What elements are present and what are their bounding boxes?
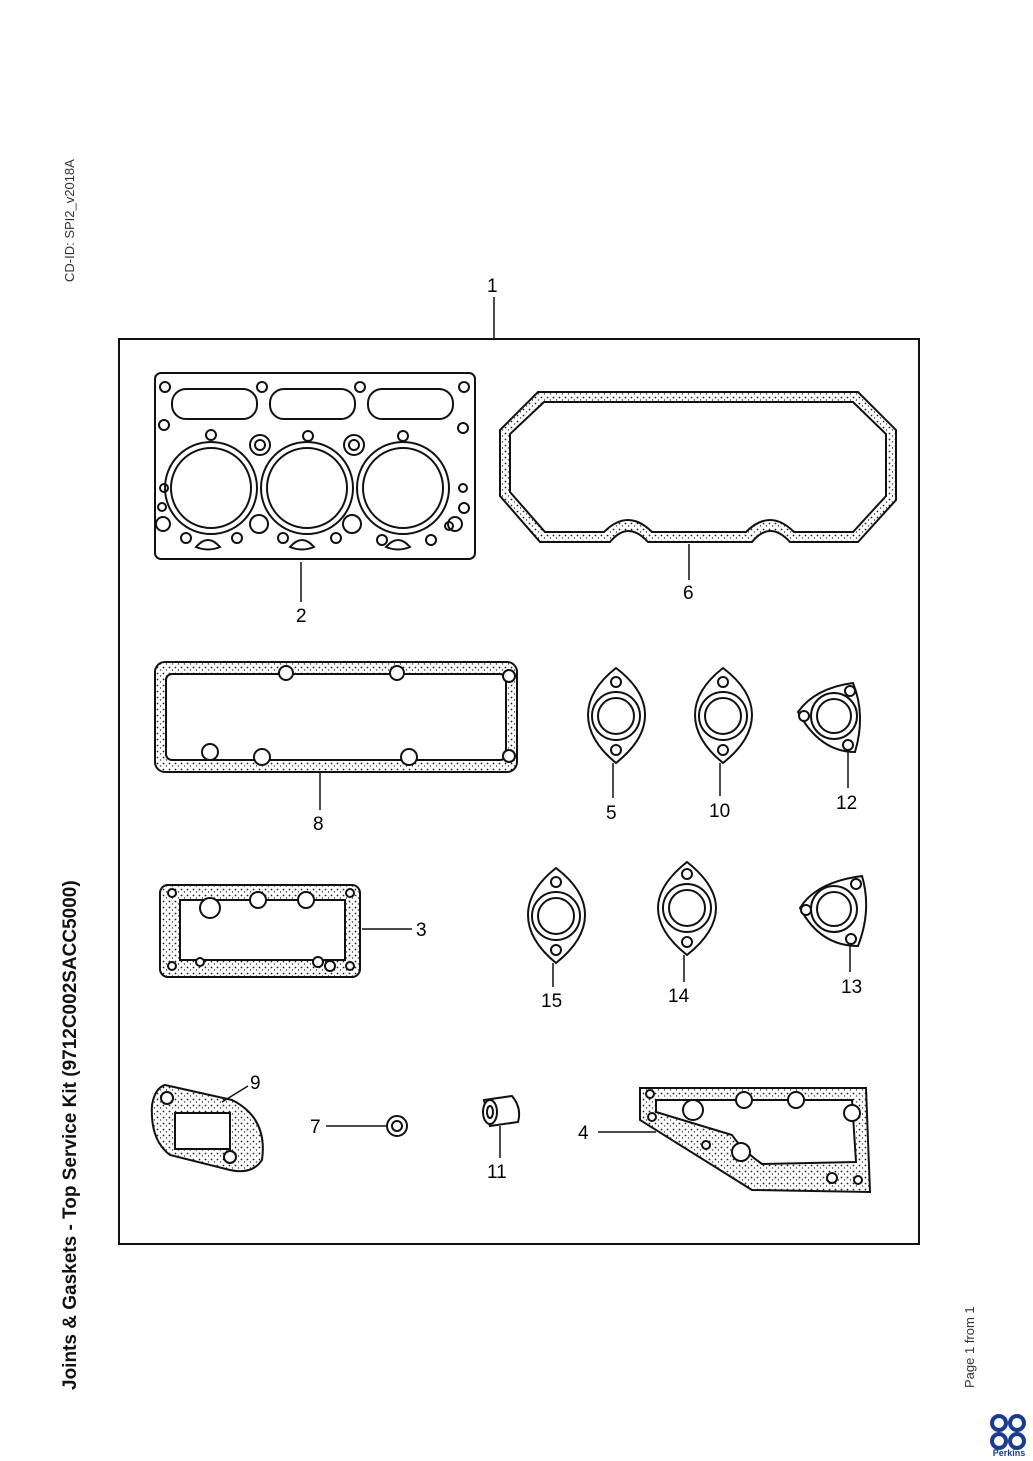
timing-case-gasket-4[interactable]: [598, 1087, 872, 1194]
flange-gasket-5[interactable]: [586, 666, 647, 798]
callout-label: 1: [487, 276, 498, 297]
callout-label: 3: [416, 920, 427, 941]
manifold-gasket[interactable]: [154, 661, 518, 810]
flange-gasket-15[interactable]: [526, 866, 587, 987]
flange-gasket-13[interactable]: [798, 874, 868, 972]
callout-label: 13: [841, 977, 862, 998]
o-ring-7[interactable]: [326, 1115, 408, 1137]
callout-label: 6: [683, 583, 694, 604]
rocker-cover-gasket[interactable]: [499, 391, 897, 580]
kit-boundary: 1: [118, 276, 920, 1245]
callout-label: 2: [296, 606, 307, 627]
sleeve-11[interactable]: [482, 1094, 521, 1158]
callout-label: 11: [487, 1162, 507, 1183]
callout-label: 5: [606, 803, 617, 824]
callout-label: 9: [250, 1073, 261, 1094]
callout-label: 10: [709, 801, 730, 822]
callout-label: 14: [668, 986, 690, 1007]
flange-gasket-12[interactable]: [796, 681, 862, 788]
callout-label: 12: [836, 793, 857, 814]
flange-gasket-10[interactable]: [693, 666, 754, 796]
callout-label: 4: [578, 1123, 589, 1144]
callout-label: 8: [313, 814, 324, 835]
square-port-gasket-9[interactable]: [150, 1083, 264, 1173]
brand-name: Perkins: [992, 1448, 1026, 1458]
callout-label: 15: [541, 991, 562, 1012]
cylinder-head-gasket[interactable]: [154, 372, 476, 602]
callout-label: 7: [310, 1117, 321, 1138]
flange-gasket-14[interactable]: [656, 860, 718, 982]
perkins-logo-icon: [990, 1414, 1026, 1450]
rectangular-gasket-3[interactable]: [159, 884, 412, 978]
